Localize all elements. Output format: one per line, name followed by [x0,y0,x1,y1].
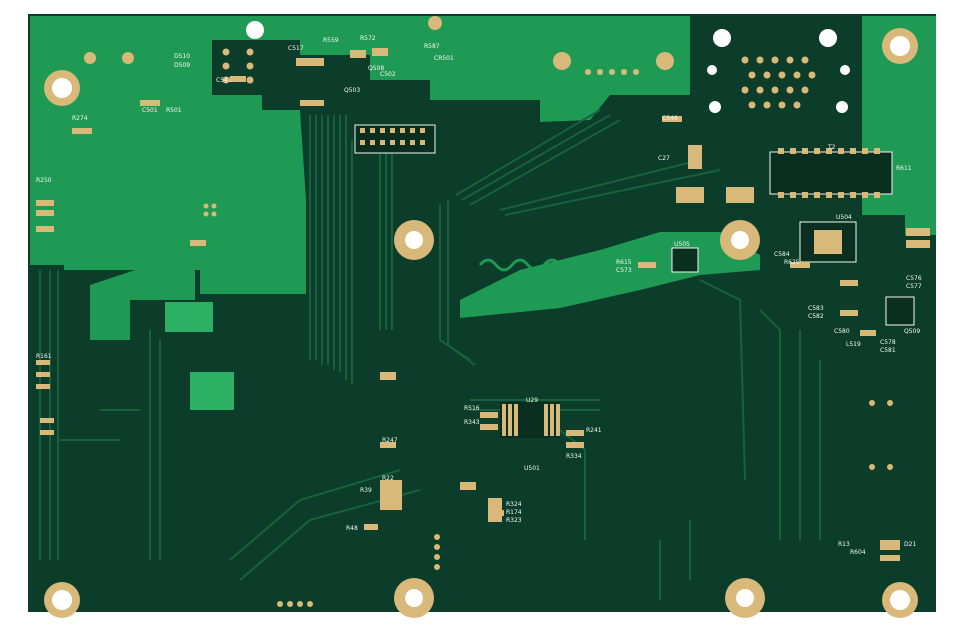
mounting-hole-bottom-mid [725,578,765,618]
label-c582: C582 [808,313,824,320]
plated-holes-top [84,16,850,113]
label-t2: T2 [827,144,836,151]
label-d509: D509 [174,62,190,69]
label-c580: C580 [834,328,850,335]
label-l519: L519 [846,341,861,348]
chips [354,124,915,522]
label-r516: R516 [464,405,480,412]
mounting-hole-bottom-right [882,582,918,618]
label-c502: C502 [380,71,396,78]
label-r22: R22 [382,475,394,482]
label-c583: C583 [808,305,824,312]
label-c576: C576 [906,275,922,282]
label-r161: R161 [36,353,52,360]
label-q508: Q508 [368,65,384,72]
mounting-hole-bottom-left [44,582,80,618]
label-r247: R247 [382,437,398,444]
copper-pour-top-left [30,16,306,294]
label-r250: R250 [36,177,52,184]
mounting-hole-bottom-center [394,578,434,618]
label-q503: Q503 [344,87,360,94]
label-r174: R174 [506,509,522,516]
label-q509: Q509 [904,328,920,335]
label-r625: R625 [784,259,800,266]
silkscreen-labels: D510 D509 C517 R559 R572 R587 CR501 C541… [36,35,922,556]
label-r13: R13 [838,541,850,548]
mounting-hole-top-left [44,70,80,106]
label-c584: C584 [774,251,790,258]
label-r611: R611 [896,165,912,172]
label-r587: R587 [424,43,440,50]
label-r48: R48 [346,525,358,532]
label-r615: R615 [616,259,632,266]
copper-pour-top-center [196,16,690,122]
mounting-hole-center-left [394,220,434,260]
label-r572: R572 [360,35,376,42]
label-u501: U501 [524,465,540,472]
label-r501: R501 [166,107,182,114]
label-c501: C501 [142,107,158,114]
connector-pad-grid [222,48,816,109]
label-r323: R323 [506,517,522,524]
label-r324: R324 [506,501,522,508]
mounting-hole-center-right [720,220,760,260]
label-r334: R334 [566,453,582,460]
copper-pad-small-1 [165,302,213,332]
ic-u505 [671,247,699,273]
copper-pad-left-edge [30,245,64,265]
serpentine-trace [478,258,626,272]
copper-pour-left-block [90,270,195,340]
label-d21: D21 [904,541,916,548]
label-c581: C581 [880,347,896,354]
label-u29: U29 [526,397,538,404]
label-u505: U505 [674,241,690,248]
label-c578: C578 [880,339,896,346]
copper-pad-small-2 [190,372,234,410]
label-r274: R274 [72,115,88,122]
mounting-hole-top-right [882,28,918,64]
label-c546: C546 [662,115,678,122]
label-r604: R604 [850,549,866,556]
label-u504: U504 [836,214,852,221]
passive-pads [36,48,930,607]
label-c27: C27 [658,155,670,162]
label-c577: C577 [906,283,922,290]
label-c541: C541 [216,77,232,84]
label-r343: R343 [464,419,480,426]
label-c573: C573 [616,267,632,274]
label-r241: R241 [586,427,602,434]
label-r559: R559 [323,37,339,44]
mounting-holes [44,28,918,618]
label-c517: C517 [288,45,304,52]
label-d510: D510 [174,53,190,60]
label-cr501: CR501 [434,55,454,62]
label-r39: R39 [360,487,372,494]
trace-group [39,109,821,600]
transformer-t2 [769,151,893,195]
